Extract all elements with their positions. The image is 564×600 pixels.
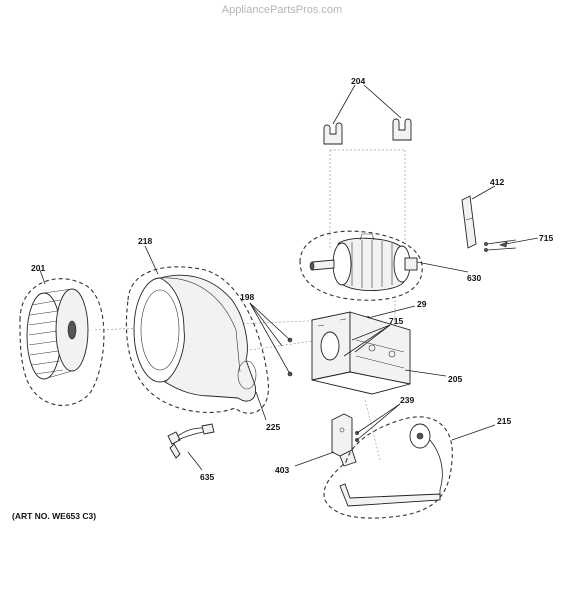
callout-204: 204	[351, 76, 365, 86]
callout-412: 412	[490, 177, 504, 187]
callout-29: 29	[417, 299, 427, 309]
callout-715-lower: 715	[389, 316, 403, 326]
arrowheads	[499, 241, 508, 248]
callout-201: 201	[31, 263, 45, 273]
callout-205: 205	[448, 374, 462, 384]
art-number: (ART NO. WE653 C3)	[12, 511, 97, 521]
callout-403: 403	[275, 465, 289, 475]
callout-labels: 204 412 715 630 218 201 198 29 715 205 2…	[31, 76, 553, 482]
motor-clips-204[interactable]	[323, 118, 412, 145]
callout-215: 215	[497, 416, 511, 426]
motor-mount-205[interactable]	[311, 311, 411, 395]
switch-actuator-403[interactable]	[331, 413, 357, 467]
callout-225: 225	[266, 422, 280, 432]
centrifugal-switch-215[interactable]	[323, 416, 453, 519]
callout-715-upper: 715	[539, 233, 553, 243]
callout-198: 198	[240, 292, 254, 302]
bracket-412[interactable]	[461, 195, 477, 249]
callout-635: 635	[200, 472, 214, 482]
callout-630: 630	[467, 273, 481, 283]
watermark-text: AppliancePartsPros.com	[221, 4, 343, 16]
screws-715-upper[interactable]	[484, 239, 517, 252]
callout-218: 218	[138, 236, 152, 246]
wire-harness-635[interactable]	[167, 423, 215, 459]
callout-239: 239	[400, 395, 414, 405]
drive-motor-630[interactable]	[299, 230, 423, 301]
screws-198[interactable]	[287, 337, 293, 377]
blower-housing-218[interactable]	[125, 266, 269, 414]
blower-wheel-201[interactable]	[19, 278, 105, 406]
leader-lines	[39, 84, 539, 471]
